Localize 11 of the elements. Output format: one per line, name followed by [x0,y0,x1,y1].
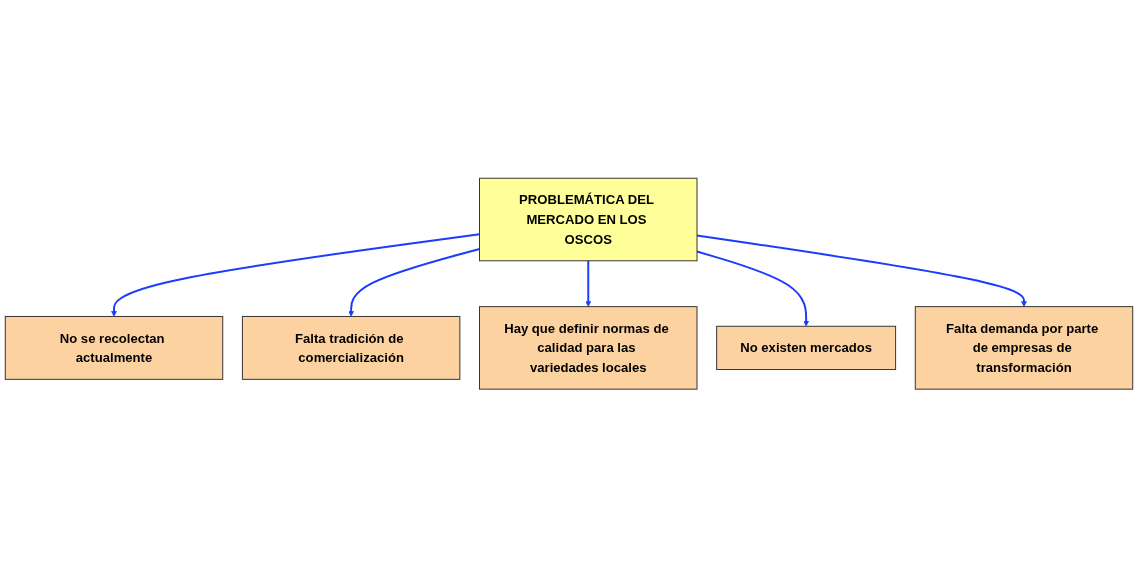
arrow [696,234,1027,308]
arrow [585,260,592,308]
node-box: Falta demanda por parte de empresas de transformación [914,306,1134,390]
arrow [696,250,809,327]
node-box: No existen mercados [716,326,897,371]
node-box: Hay que definir normas de calidad para las variedades locales [479,306,698,390]
node-box: PROBLEMÁTICA DEL MERCADO EN LOS OSCOS [479,178,698,262]
node-box: Falta tradición de comercialización [241,316,461,381]
node-box: No se recolectan actualmente [4,316,224,381]
arrow [111,233,481,317]
arrow [348,248,481,317]
